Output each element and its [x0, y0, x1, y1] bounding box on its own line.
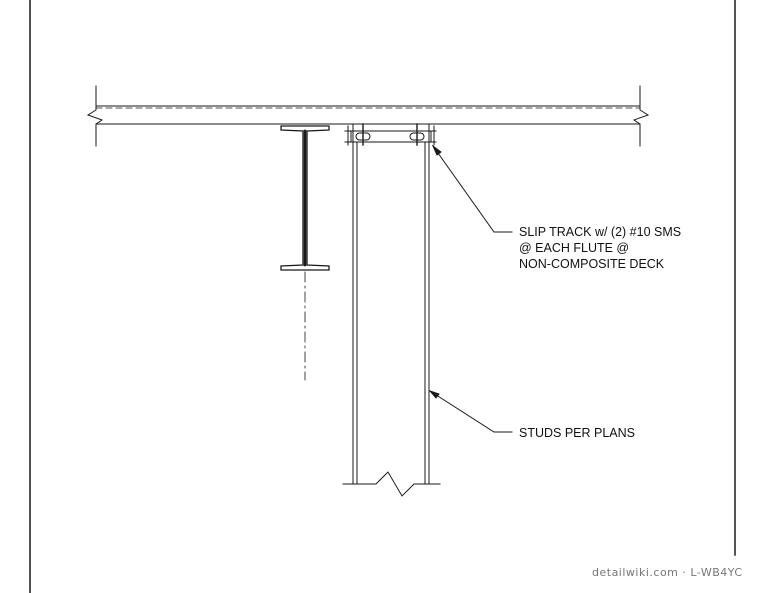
leader-slip-track [431, 144, 513, 233]
deck-break-right [632, 85, 650, 147]
slip-track [344, 123, 437, 146]
leader-studs [428, 389, 513, 433]
note-slip-track-line3: NON-COMPOSITE DECK [519, 257, 665, 271]
deck-break-left [86, 85, 104, 147]
note-studs: STUDS PER PLANS [519, 426, 636, 440]
steel-beam-section [280, 125, 330, 271]
stud-break [342, 471, 441, 497]
note-slip-track-line1: SLIP TRACK w/ (2) #10 SMS [519, 225, 682, 239]
floor-deck [86, 85, 650, 147]
note-slip-track: SLIP TRACK w/ (2) #10 SMS @ EACH FLUTE @… [519, 224, 681, 272]
note-slip-track-line2: @ EACH FLUTE @ [519, 241, 630, 255]
stud-wall [342, 123, 441, 497]
watermark: detailwiki.com · L-WB4YC [592, 566, 743, 579]
